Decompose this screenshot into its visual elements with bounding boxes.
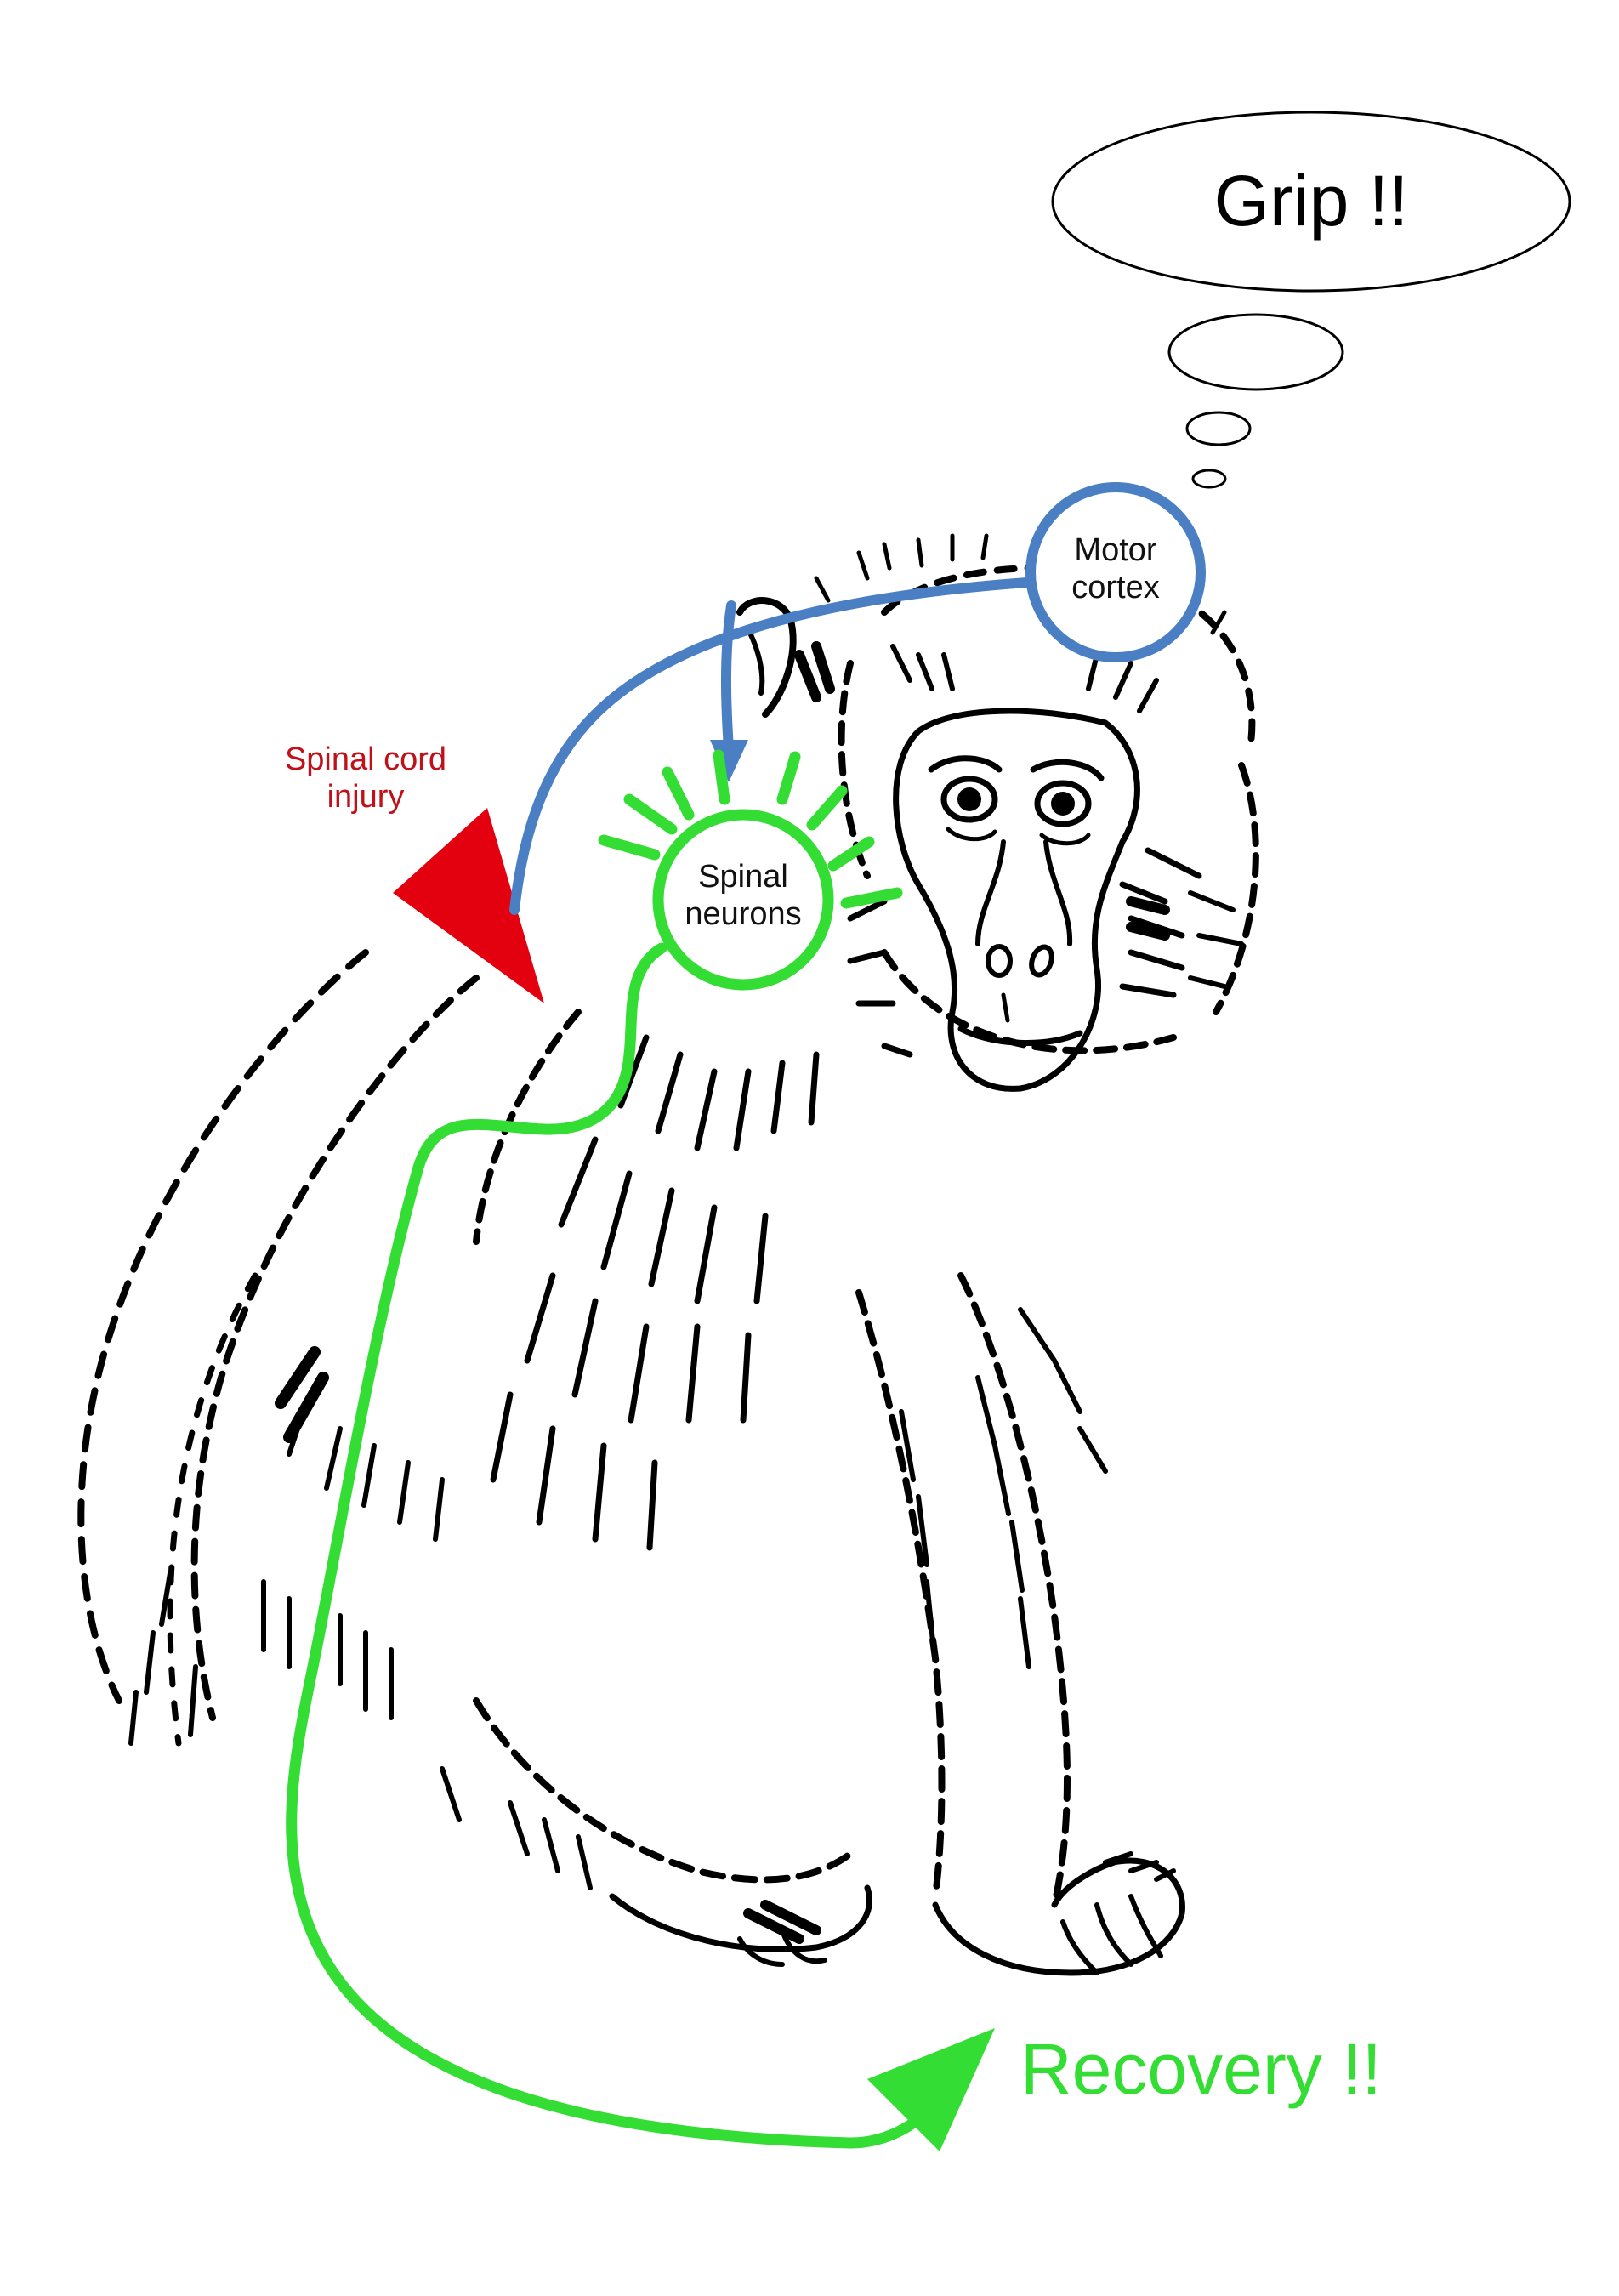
motor-cortex-label: Motor cortex [1031,532,1201,606]
motor-cortex-label-line1: Motor [1031,532,1201,570]
cortex-to-spinal-arrow [726,605,731,748]
spinal-to-hand-pathway [292,948,961,2143]
motor-cortex-label-line2: cortex [1031,570,1201,607]
injury-label-line1: Spinal cord [255,742,476,779]
thought-text: Grip !! [1175,160,1447,242]
spinal-neurons-label-line1: Spinal [658,859,828,896]
thought-dot-medium [1187,412,1250,445]
thought-dot-small [1193,470,1225,487]
injury-label-line2: injury [255,779,476,816]
injury-marker [393,808,544,1003]
recovery-text: Recovery !! [1020,2028,1463,2111]
spinal-neurons-label-line2: neurons [658,896,828,934]
thought-bubble-trail [1169,315,1343,487]
injury-label: Spinal cord injury [255,742,476,816]
spinal-neurons-label: Spinal neurons [658,859,828,933]
thought-dot-large [1169,315,1343,389]
